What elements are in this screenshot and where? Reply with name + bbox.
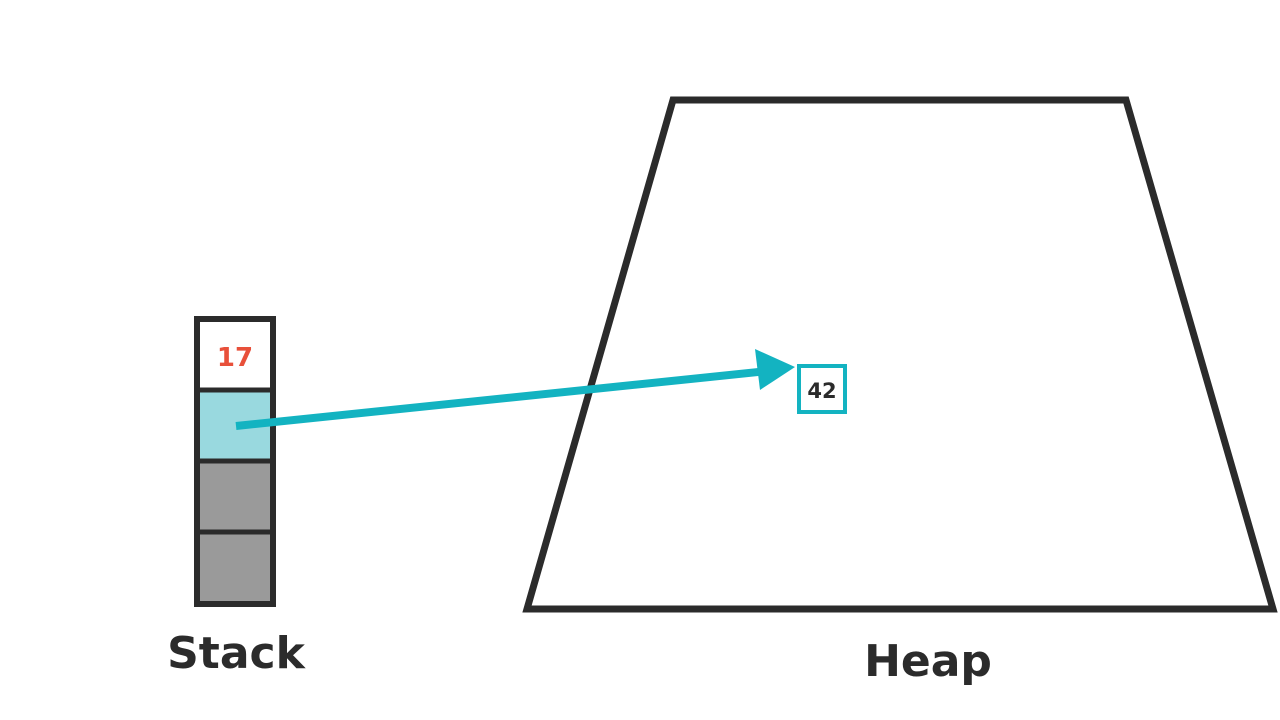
stack-cell-unused <box>197 532 273 604</box>
stack-cell-unused <box>197 461 273 532</box>
heap-object-box <box>797 364 847 414</box>
stack-value-text: 17 <box>217 343 253 373</box>
pointer-arrow <box>235 349 795 430</box>
heap-object: 42 <box>797 364 847 414</box>
stack-cell-value <box>197 319 273 390</box>
stack-label: Stack <box>167 628 306 679</box>
stack-border <box>194 316 276 607</box>
arrow-head-icon <box>755 349 795 390</box>
heap-object-value: 42 <box>807 379 836 403</box>
stack-column: 17 <box>194 316 276 607</box>
heap-region <box>522 96 1278 613</box>
heap-label: Heap <box>864 636 992 687</box>
arrow-shaft <box>235 367 769 430</box>
